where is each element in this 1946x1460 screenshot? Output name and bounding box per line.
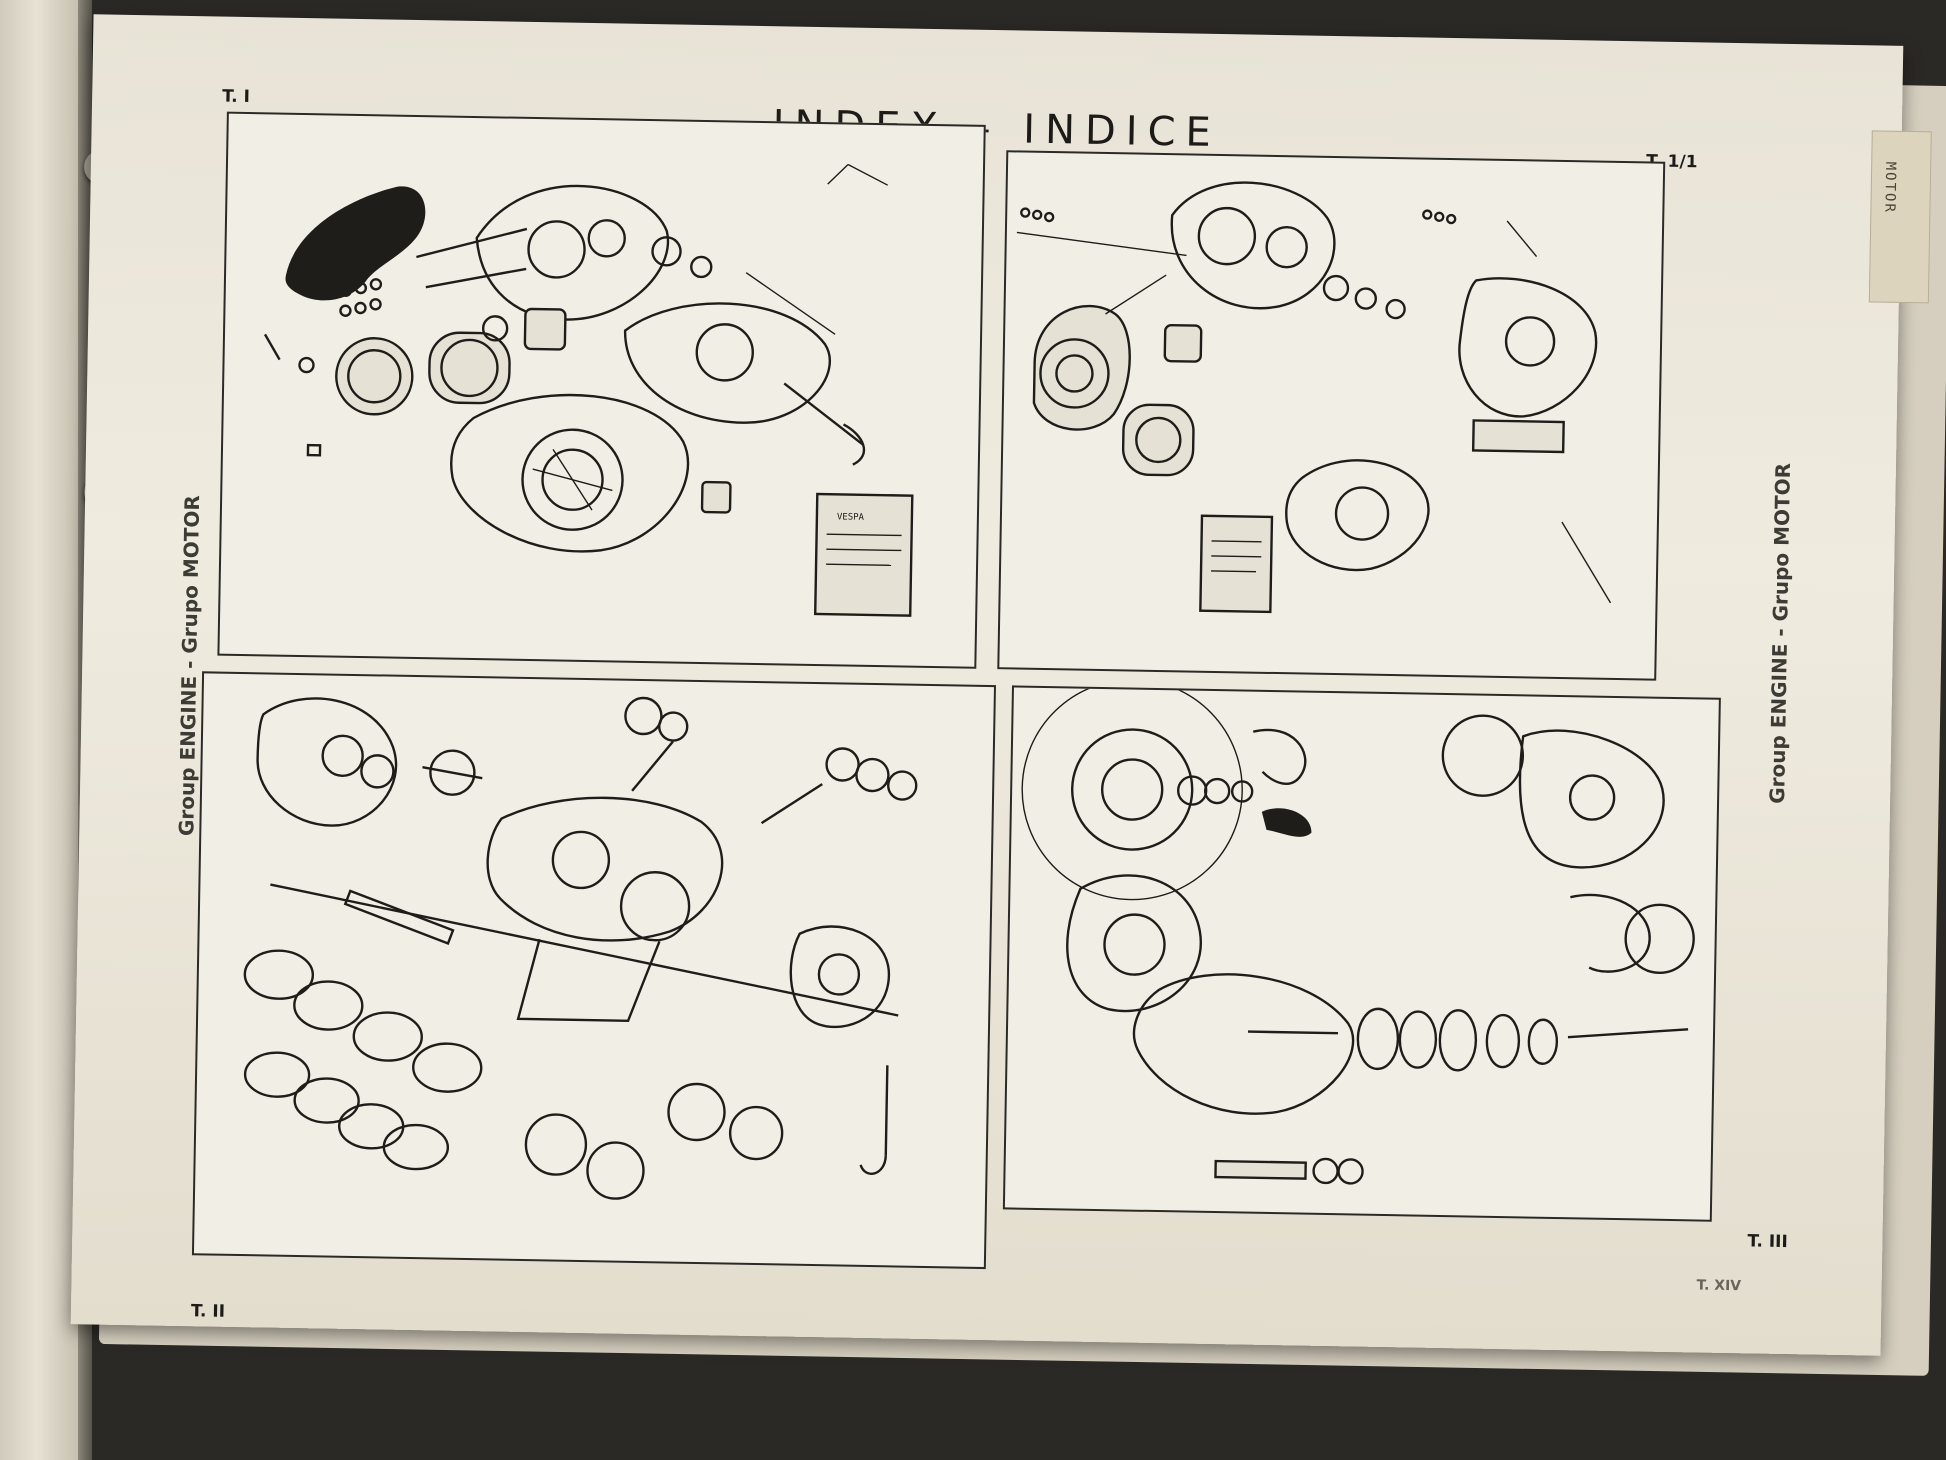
- manual-page: MOTOR INDEX – INDICE T. I T. 1/1 T. II T…: [70, 14, 1932, 1356]
- side-label-right: Group ENGINE - Grupo MOTOR: [1765, 462, 1795, 805]
- panel-t3[interactable]: [1002, 685, 1721, 1222]
- panel-t1[interactable]: VESPA: [217, 111, 986, 669]
- panel-t2[interactable]: [191, 671, 996, 1270]
- plate-ref-bottom: T. XIV: [1696, 1277, 1742, 1295]
- plate-ref-t3: T. III: [1747, 1231, 1788, 1253]
- plate-ref-t2: T. II: [190, 1301, 226, 1322]
- plate-ref-t1: T. I: [221, 86, 251, 108]
- card-text: VESPA: [837, 512, 865, 522]
- exploded-view-t2: [243, 696, 918, 1200]
- tab-label: MOTOR: [1881, 161, 1899, 214]
- exploded-view-t3: [1021, 687, 1695, 1185]
- exploded-view-t1: VESPA: [263, 163, 914, 617]
- exploded-view-t1-1: [1016, 181, 1612, 614]
- panel-t1-1[interactable]: [997, 150, 1666, 681]
